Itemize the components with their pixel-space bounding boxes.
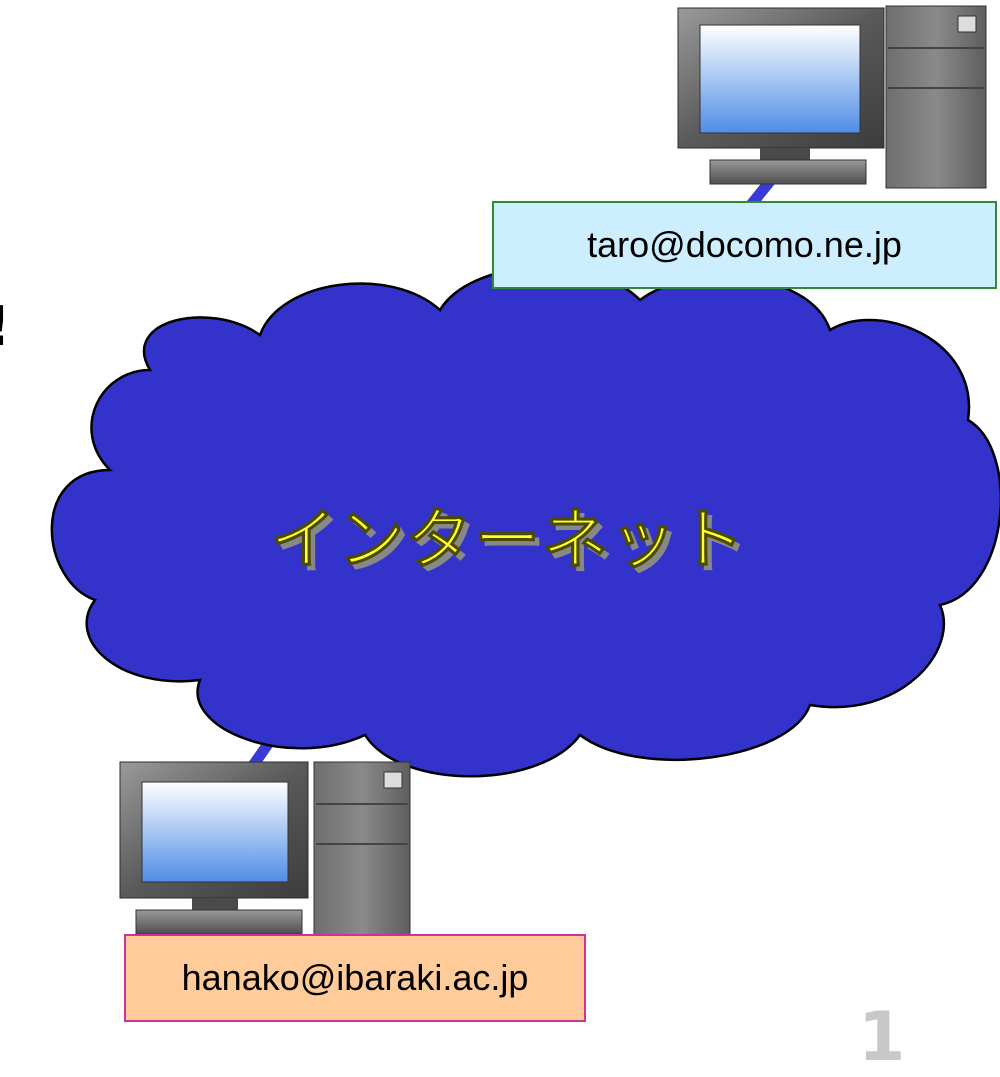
network-diagram: インターネット インターネット (50, 5, 1000, 939)
local-screen (141, 781, 289, 883)
remote-address-label: taro@docomo.ne.jp (492, 201, 997, 289)
page-number: 1 (858, 998, 906, 1077)
network-label-shadow: インターネット (275, 506, 751, 583)
network-cloud (50, 265, 1000, 778)
local-address-text: hanako@ibaraki.ac.jp (181, 957, 529, 998)
remote-computer-icon (677, 5, 987, 189)
network-label: インターネット (270, 501, 746, 578)
local-address-label: hanako@ibaraki.ac.jp (124, 934, 586, 1022)
left-edge-text-fragment: ! (0, 300, 11, 354)
local-computer-icon (119, 761, 411, 939)
remote-screen (699, 24, 861, 134)
remote-address-text: taro@docomo.ne.jp (587, 224, 902, 265)
